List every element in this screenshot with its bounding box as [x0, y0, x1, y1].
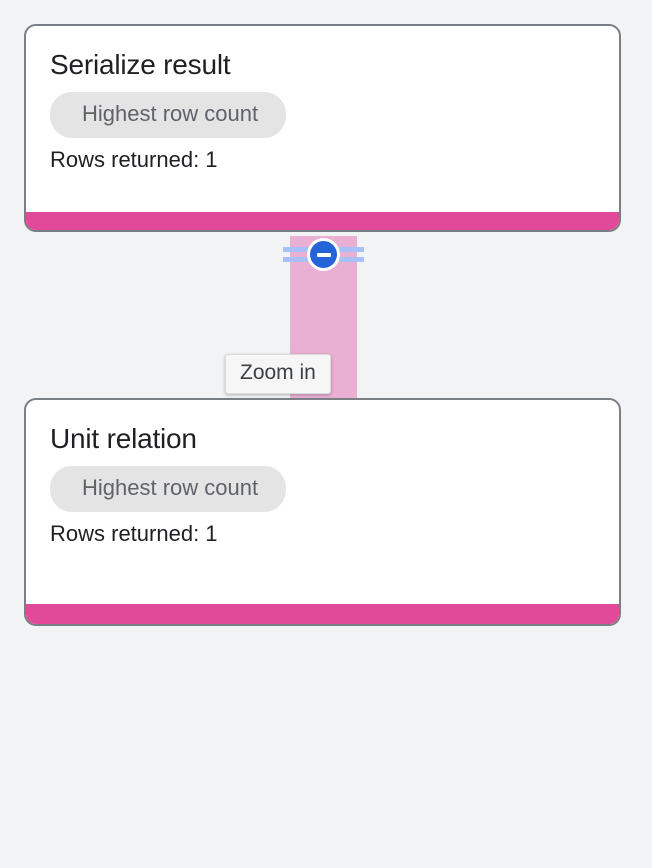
node-body: Serialize result Highest row count Rows … — [26, 26, 619, 174]
node-status-bar — [26, 604, 619, 624]
node-body: Unit relation Highest row count Rows ret… — [26, 400, 619, 548]
minus-glyph — [316, 252, 331, 257]
node-title: Unit relation — [50, 423, 197, 454]
graph-node-serialize-result[interactable]: Serialize result Highest row count Rows … — [24, 24, 621, 232]
minus-circle-disc — [310, 241, 337, 268]
node-rows-returned: Rows returned: 1 — [50, 147, 218, 172]
node-badge-highest-row-count: Highest row count — [50, 92, 287, 138]
edge-rail-right — [339, 245, 364, 264]
zoom-in-tooltip: Zoom in — [225, 354, 331, 394]
node-status-bar — [26, 212, 619, 230]
edge-collapse-control[interactable] — [283, 238, 364, 271]
node-title: Serialize result — [50, 49, 231, 80]
graph-node-unit-relation[interactable]: Unit relation Highest row count Rows ret… — [24, 398, 621, 626]
minus-circle-icon[interactable] — [307, 238, 340, 271]
node-rows-returned: Rows returned: 1 — [50, 521, 218, 546]
edge-rail-left — [283, 245, 308, 264]
node-badge-highest-row-count: Highest row count — [50, 466, 287, 512]
